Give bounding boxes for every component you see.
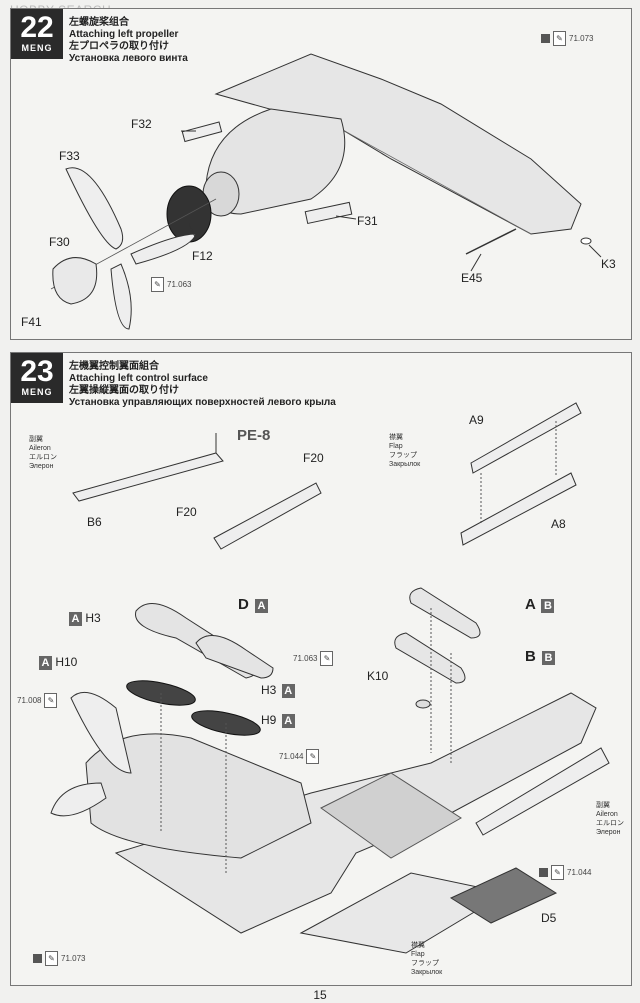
- title-en: Attaching left propeller: [69, 29, 179, 40]
- brush-icon: ✎: [45, 951, 58, 966]
- part-label-d5: D5: [541, 911, 557, 925]
- brush-icon: ✎: [44, 693, 58, 708]
- paint-code-5: ✎ 71.073: [33, 951, 85, 966]
- part-label-a8: A8: [551, 517, 566, 531]
- step-23-badge: 23 MENG: [11, 353, 63, 403]
- part-label-a9: A9: [469, 413, 484, 427]
- title-zh: 左螺旋桨组合: [69, 17, 129, 28]
- paint-code-2: 71.008 ✎: [17, 693, 58, 708]
- page-number: 15: [313, 988, 327, 1002]
- part-label-f20-top: F20: [303, 451, 324, 465]
- part-label-h3-right: H3 A: [261, 683, 295, 698]
- aileron-legend-top: 副翼 Aileron エルロン Элерон: [29, 436, 57, 470]
- part-label-f20-left: F20: [176, 505, 197, 519]
- flap-legend-top: 襟翼 Flap フラップ Закрылок: [389, 434, 421, 468]
- color-swatch-icon: [541, 34, 550, 43]
- step-22-drawing: [50, 53, 602, 330]
- part-label-h10: A H10: [37, 655, 77, 670]
- paint-code-4: ✎ 71.044: [539, 865, 591, 880]
- brush-icon: ✎: [151, 277, 164, 292]
- paint-code-propeller: ✎ 71.063: [151, 277, 191, 292]
- part-label-f12: F12: [192, 249, 213, 263]
- part-label-f33: F33: [59, 149, 80, 163]
- title-en: Attaching left control surface: [69, 373, 208, 384]
- title-jp: 左翼操縦翼面の取り付け: [69, 385, 179, 396]
- brand-logo: MENG: [21, 387, 53, 397]
- part-label-d: D A: [238, 596, 269, 613]
- title-jp: 左プロペラの取り付け: [69, 41, 169, 52]
- title-ru: Установка управляющих поверхностей левог…: [69, 397, 336, 408]
- brush-icon: ✎: [320, 651, 334, 666]
- step-22-panel: 22 MENG 左螺旋桨组合 Attaching left propeller …: [10, 8, 632, 340]
- title-ru: Установка левого винта: [69, 53, 188, 64]
- part-label-h9: H9 A: [261, 713, 295, 728]
- title-zh: 左機翼控制翼面組合: [69, 361, 159, 372]
- color-swatch-icon: [33, 954, 42, 963]
- step-22-number: 22: [20, 11, 54, 44]
- part-label-f31: F31: [357, 214, 378, 228]
- paint-code-3: 71.044 ✎: [279, 749, 320, 764]
- part-label-b6: B6: [87, 515, 102, 529]
- step-23-titles: 左機翼控制翼面組合 Attaching left control surface…: [69, 361, 336, 409]
- part-label-h3-left: A H3: [67, 611, 101, 626]
- step-23-drawing: [50, 402, 610, 954]
- part-label-f30: F30: [49, 235, 70, 249]
- part-label-a-tank: A B: [525, 596, 555, 613]
- part-label-b-tank: B B: [525, 648, 556, 665]
- color-swatch-icon: [539, 868, 548, 877]
- step-23-panel: 23 MENG 左機翼控制翼面組合 Attaching left control…: [10, 352, 632, 986]
- aileron-legend-bottom: 副翼 Aileron エルロン Элерон: [596, 802, 624, 836]
- paint-code-1: 71.063 ✎: [293, 651, 334, 666]
- step-22-badge: 22 MENG: [11, 9, 63, 59]
- part-label-f41: F41: [21, 315, 42, 329]
- brush-icon: ✎: [553, 31, 566, 46]
- step-22-titles: 左螺旋桨组合 Attaching left propeller 左プロペラの取り…: [69, 17, 188, 65]
- paint-code-top: ✎ 71.073: [541, 31, 593, 46]
- part-label-k3: K3: [601, 257, 616, 271]
- brush-icon: ✎: [551, 865, 564, 880]
- brush-icon: ✎: [306, 749, 320, 764]
- part-label-k10: K10: [367, 669, 389, 683]
- brand-logo: MENG: [21, 43, 53, 53]
- flap-legend-bottom: 襟翼 Flap フラップ Закрылок: [411, 942, 443, 976]
- part-label-pe8: PE-8: [237, 427, 271, 444]
- part-label-e45: E45: [461, 271, 483, 285]
- part-label-f32: F32: [131, 117, 152, 131]
- step-23-number: 23: [20, 355, 54, 388]
